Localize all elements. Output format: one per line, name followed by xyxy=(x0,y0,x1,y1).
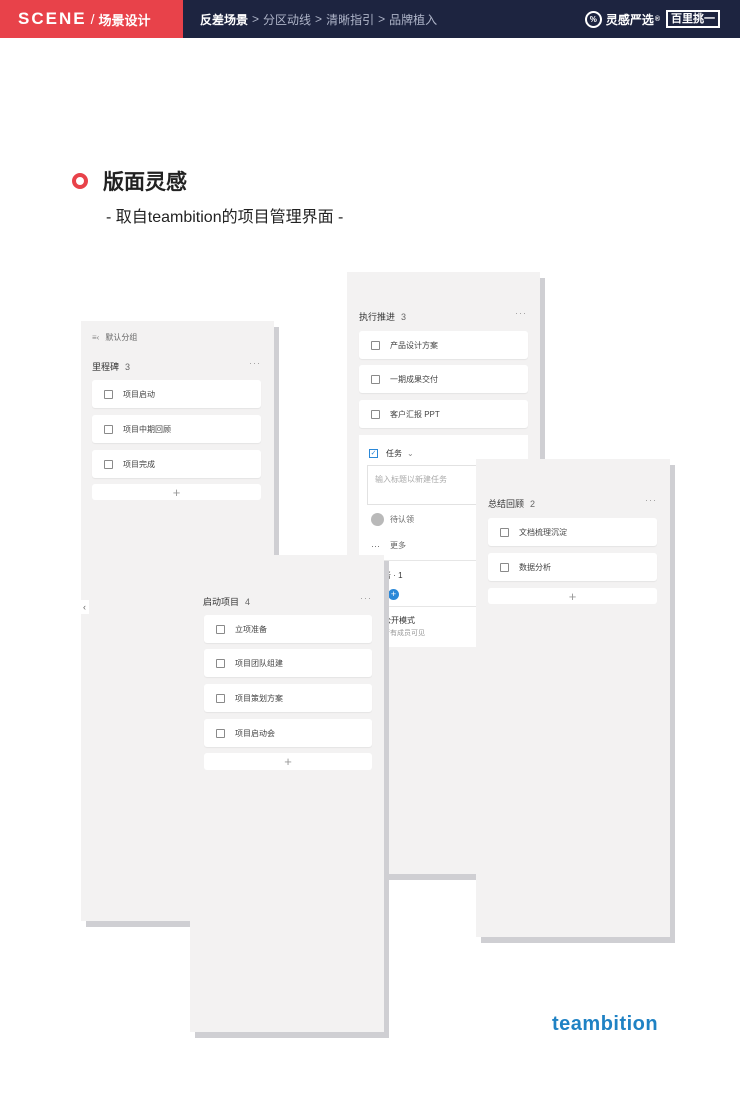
add-participant-icon[interactable]: + xyxy=(388,589,399,600)
section-subtitle: - 取自teambition的项目管理界面 - xyxy=(106,209,344,226)
more-dots-icon: ··· xyxy=(371,540,380,551)
task-title: 数据分析 xyxy=(519,562,551,572)
task-card[interactable]: 项目策划方案 xyxy=(204,684,372,712)
default-group-text: 默认分组 xyxy=(105,333,138,342)
add-task-button[interactable]: + xyxy=(92,484,261,500)
milestone-menu-icon[interactable]: ··· xyxy=(249,358,261,368)
divider xyxy=(359,606,528,607)
checkbox[interactable] xyxy=(216,624,225,634)
add-task-button[interactable]: + xyxy=(488,588,657,604)
checkbox[interactable] xyxy=(500,562,509,572)
task-title: 一期成果交付 xyxy=(390,374,438,384)
more-row[interactable]: ··· 更多 xyxy=(371,540,406,551)
checkbox[interactable] xyxy=(104,389,113,399)
task-title: 客户汇报 PPT xyxy=(390,409,440,419)
inspiration-logo: % 灵感严选 ® 百里挑一 xyxy=(584,0,720,38)
task-title: 项目策划方案 xyxy=(235,693,283,703)
checkbox[interactable] xyxy=(371,374,380,384)
crumb-contrast[interactable]: 反差场景 xyxy=(200,12,249,27)
crumb-separator: > xyxy=(315,12,323,26)
crumb-separator: > xyxy=(378,12,386,26)
checkbox[interactable] xyxy=(371,409,380,419)
more-label: 更多 xyxy=(390,541,406,550)
crumb-guidance[interactable]: 清晰指引 xyxy=(326,12,375,27)
visibility-desc: 所有成员可见 xyxy=(383,630,425,637)
execution-count: 3 xyxy=(401,312,407,322)
checkbox[interactable] xyxy=(371,340,380,350)
task-card[interactable]: 立项准备 xyxy=(204,615,372,643)
section-title: 版面灵感 xyxy=(103,171,187,194)
checkbox[interactable] xyxy=(500,527,509,537)
checkbox[interactable] xyxy=(216,728,225,738)
kickoff-menu-icon[interactable]: ··· xyxy=(360,593,372,603)
kickoff-title: 启动项目 xyxy=(203,597,240,607)
task-title: 项目完成 xyxy=(123,459,155,469)
divider xyxy=(359,560,528,561)
execution-header: 执行推进 3 xyxy=(359,310,406,323)
default-group-label[interactable]: ≡‹ 默认分组 xyxy=(92,332,137,343)
checkbox[interactable] xyxy=(104,459,113,469)
chevron-down-icon: ⌄ xyxy=(407,449,414,458)
add-task-button[interactable]: + xyxy=(204,753,372,770)
task-card[interactable]: 客户汇报 PPT xyxy=(359,400,528,428)
task-card[interactable]: 项目团队组建 xyxy=(204,649,372,677)
percent-icon: % xyxy=(584,10,602,28)
teambition-logo: teambition xyxy=(552,1013,659,1035)
task-card[interactable]: 产品设计方案 xyxy=(359,331,528,359)
task-title: 项目团队组建 xyxy=(235,658,283,668)
kickoff-header: 启动项目 4 xyxy=(203,595,250,608)
task-title: 文档梳理沉淀 xyxy=(519,527,567,537)
registered-mark: ® xyxy=(654,15,660,23)
task-card[interactable]: 项目启动会 xyxy=(204,719,372,747)
task-type-icon: ✓ xyxy=(369,449,378,458)
task-title: 立项准备 xyxy=(235,624,267,634)
top-bar: SCENE / 场景设计 反差场景 > 分区动线 > 清晰指引 > 品牌植入 %… xyxy=(0,0,740,38)
review-title: 总结回顾 xyxy=(488,499,525,509)
task-card[interactable]: 项目完成 xyxy=(92,450,261,478)
execution-menu-icon[interactable]: ··· xyxy=(515,308,527,318)
breadcrumb: 反差场景 > 分区动线 > 清晰指引 > 品牌植入 xyxy=(200,0,441,38)
kickoff-count: 4 xyxy=(245,597,251,607)
task-type-selector[interactable]: ✓ 任务 ⌄ xyxy=(369,448,414,459)
brand-subtitle: 场景设计 xyxy=(98,12,151,28)
task-title: 项目启动 xyxy=(123,389,155,399)
inspiration-logo-text: 灵感严选 xyxy=(605,12,654,27)
review-header: 总结回顾 2 xyxy=(488,497,535,510)
brand-slash: / xyxy=(90,11,95,27)
avatar-icon xyxy=(371,513,384,526)
task-card[interactable]: 数据分析 xyxy=(488,553,657,581)
checkbox[interactable] xyxy=(216,658,225,668)
task-title: 项目中期回顾 xyxy=(123,424,171,434)
group-list-icon: ≡‹ xyxy=(92,333,100,342)
review-menu-icon[interactable]: ··· xyxy=(645,495,657,505)
execution-title: 执行推进 xyxy=(359,312,396,322)
task-card[interactable]: 文档梳理沉淀 xyxy=(488,518,657,546)
checkbox[interactable] xyxy=(216,693,225,703)
badge-text: 百里挑一 xyxy=(666,10,720,28)
task-title: 项目启动会 xyxy=(235,728,275,738)
task-title: 产品设计方案 xyxy=(390,340,438,350)
assignee-label: 待认领 xyxy=(390,515,414,524)
milestone-header: 里程碑 3 xyxy=(92,360,130,373)
brand-block: SCENE / 场景设计 xyxy=(0,0,183,38)
ring-bullet-icon xyxy=(72,173,88,189)
checkbox[interactable] xyxy=(104,424,113,434)
crumb-zoning[interactable]: 分区动线 xyxy=(263,12,312,27)
section-heading: 版面灵感 xyxy=(72,166,187,196)
visibility-title[interactable]: 公开模式 xyxy=(383,616,415,625)
milestone-count: 3 xyxy=(125,362,131,372)
milestone-title: 里程碑 xyxy=(92,362,120,372)
task-card[interactable]: 一期成果交付 xyxy=(359,365,528,393)
participants-label: 者 · 1 xyxy=(383,571,403,580)
collapse-arrow-icon[interactable]: ‹ xyxy=(80,600,89,614)
crumb-separator: > xyxy=(252,12,260,26)
task-card[interactable]: 项目中期回顾 xyxy=(92,415,261,443)
task-card[interactable]: 项目启动 xyxy=(92,380,261,408)
crumb-branding[interactable]: 品牌植入 xyxy=(389,12,438,27)
review-count: 2 xyxy=(530,499,536,509)
brand-logo: SCENE xyxy=(18,9,87,28)
assignee-row[interactable]: 待认领 xyxy=(371,513,414,526)
task-type-label: 任务 xyxy=(386,449,402,458)
